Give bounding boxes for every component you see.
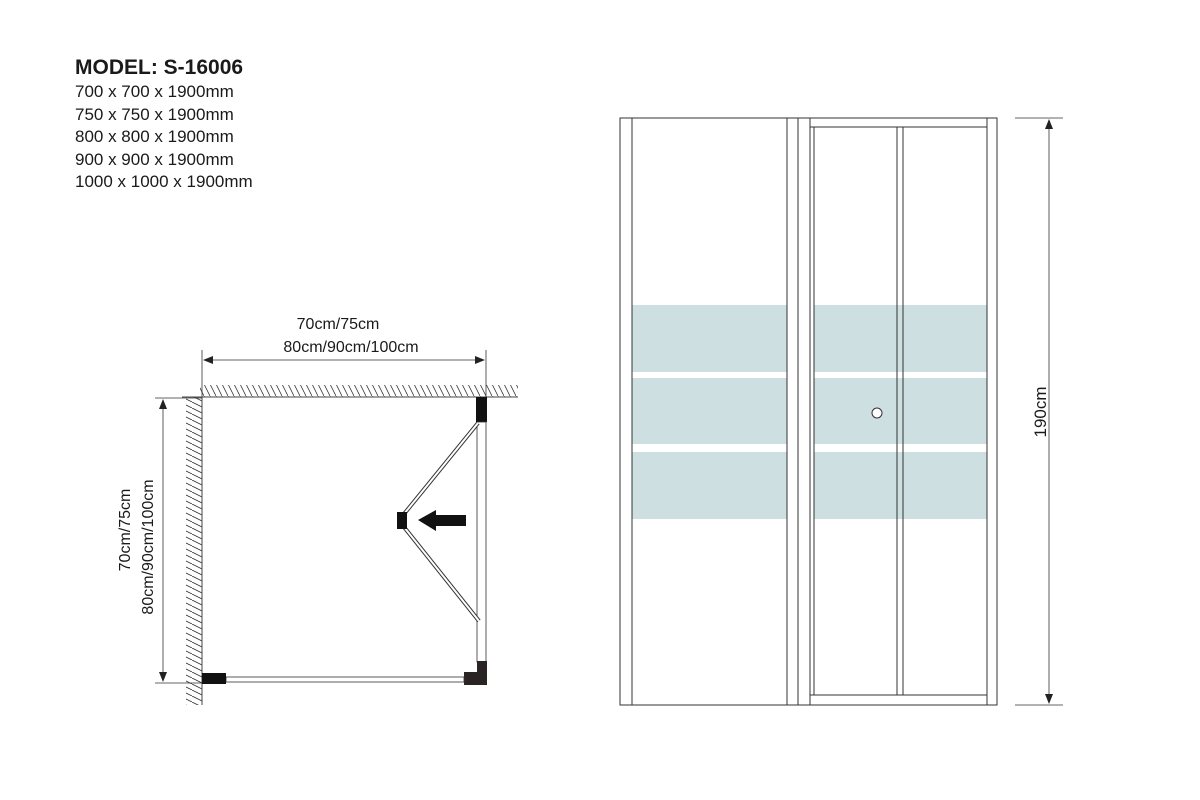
folding-door: [397, 421, 481, 623]
depth-dimension: 70cm/75cm 80cm/90cm/100cm: [117, 397, 202, 684]
enclosure-outline: [619, 117, 998, 706]
front-fixed-panel: [225, 676, 465, 683]
depth-label: 70cm/75cm: [117, 489, 134, 572]
size-option: 800 x 800 x 1900mm: [75, 127, 234, 146]
size-option: 700 x 700 x 1900mm: [75, 82, 234, 101]
left-wall-hatching: [186, 397, 202, 705]
width-label: 80cm/90cm/100cm: [283, 339, 418, 356]
model-title: MODEL: S-16006: [75, 56, 244, 79]
frosted-band: [632, 305, 787, 372]
plan-view: 70cm/75cm 80cm/90cm/100cm 70cm/75cm 80cm…: [117, 316, 518, 705]
width-label: 70cm/75cm: [297, 316, 380, 333]
frosted-band: [814, 305, 987, 372]
depth-label: 80cm/90cm/100cm: [140, 479, 157, 614]
wall-profile-bottom: [202, 673, 226, 684]
top-wall-hatching: [200, 385, 518, 397]
wall-profile-top: [476, 397, 487, 422]
corner-profile: [464, 661, 487, 685]
size-option: 1000 x 1000 x 1900mm: [75, 172, 253, 191]
model-spec: MODEL: S-16006 700 x 700 x 1900mm 750 x …: [75, 55, 253, 194]
width-dimension: 70cm/75cm 80cm/90cm/100cm: [201, 316, 487, 397]
height-dimension: 190cm: [1015, 117, 1063, 706]
front-view: 190cm: [619, 117, 1063, 706]
size-option: 900 x 900 x 1900mm: [75, 149, 234, 169]
door-knob: [871, 407, 883, 419]
arrow-left-icon: [418, 510, 466, 531]
frosted-band: [814, 452, 987, 519]
frosted-band: [632, 378, 787, 444]
side-fixed-panel: [476, 421, 487, 663]
size-option: 750 x 750 x 1900mm: [75, 104, 234, 124]
frosted-band: [814, 378, 987, 444]
frosted-band: [632, 452, 787, 519]
height-label: 190cm: [1031, 386, 1050, 437]
